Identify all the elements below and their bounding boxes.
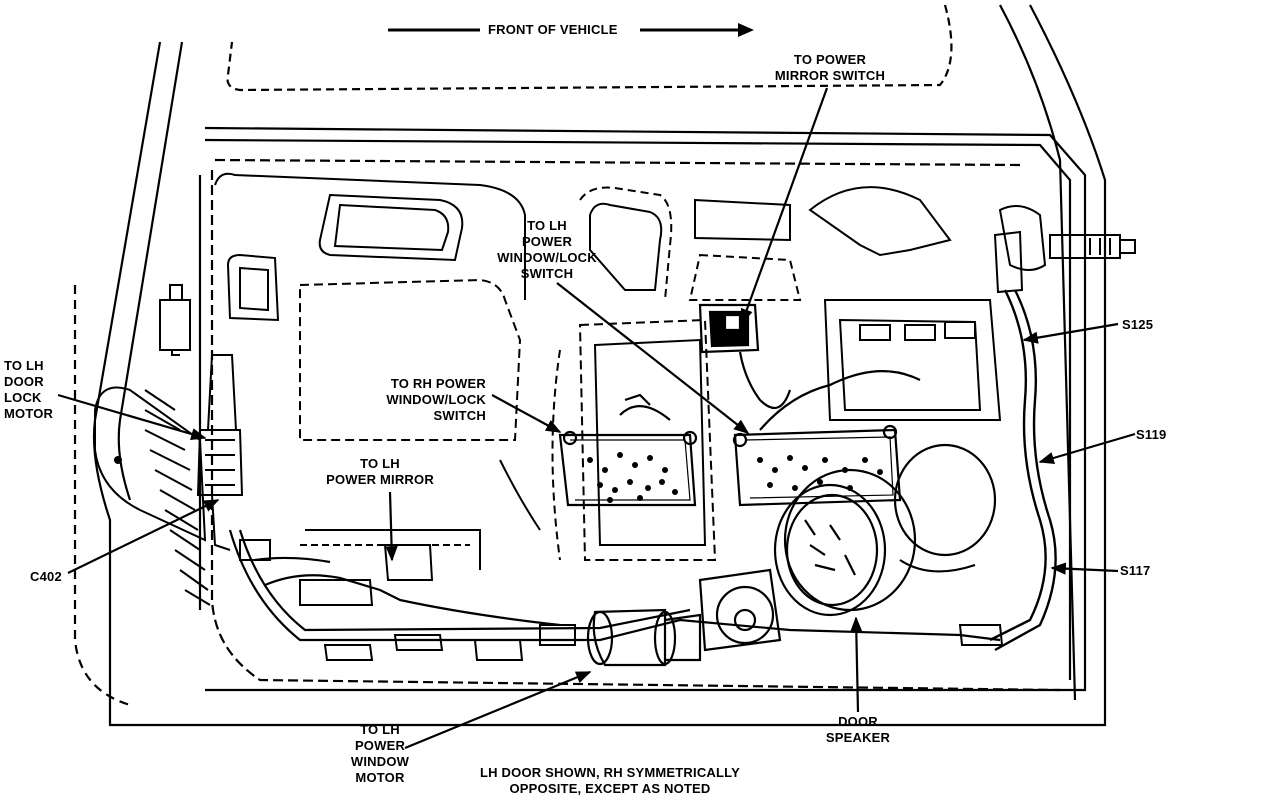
front-of-vehicle-label: FRONT OF VEHICLE — [488, 22, 618, 37]
lh-door-lock-motor-label: TO LH DOOR LOCK MOTOR — [4, 358, 54, 421]
front-arrow — [388, 23, 754, 37]
leader-lines — [57, 87, 1136, 750]
lh-switch-block — [558, 393, 698, 507]
s125-label: S125 — [1122, 317, 1154, 332]
door-outline — [73, 4, 1107, 727]
rh-window-lock-switch-label: TO RH POWER WINDOW/LOCK SWITCH — [386, 376, 486, 423]
inner-panel — [214, 172, 1002, 570]
footnote: LH DOOR SHOWN, RH SYMMETRICALLY OPPOSITE… — [480, 765, 740, 796]
lh-window-lock-switch-label: TO LH POWER WINDOW/LOCK SWITCH — [497, 218, 597, 281]
window-motor — [586, 568, 782, 667]
mirror-harness-boot — [993, 205, 1136, 294]
s117-label: S117 — [1120, 563, 1151, 578]
speaker — [773, 443, 997, 617]
lh-power-window-motor-label: TO LH POWER WINDOW MOTOR — [350, 722, 410, 785]
power-mirror-switch-label: TO POWER MIRROR SWITCH — [774, 52, 886, 83]
harness-clips — [239, 539, 1004, 661]
mirror-switch-connector — [698, 303, 792, 410]
hatch-strip — [144, 389, 211, 606]
rh-switch-block — [732, 370, 921, 507]
s119-label: S119 — [1136, 427, 1167, 442]
door-lock-motor-connector — [94, 284, 244, 551]
door-speaker-label: DOOR SPEAKER — [825, 714, 891, 745]
c402-label: C402 — [30, 569, 62, 584]
lh-power-mirror-label: TO LH POWER MIRROR — [326, 456, 434, 487]
right-harness — [989, 289, 1057, 652]
